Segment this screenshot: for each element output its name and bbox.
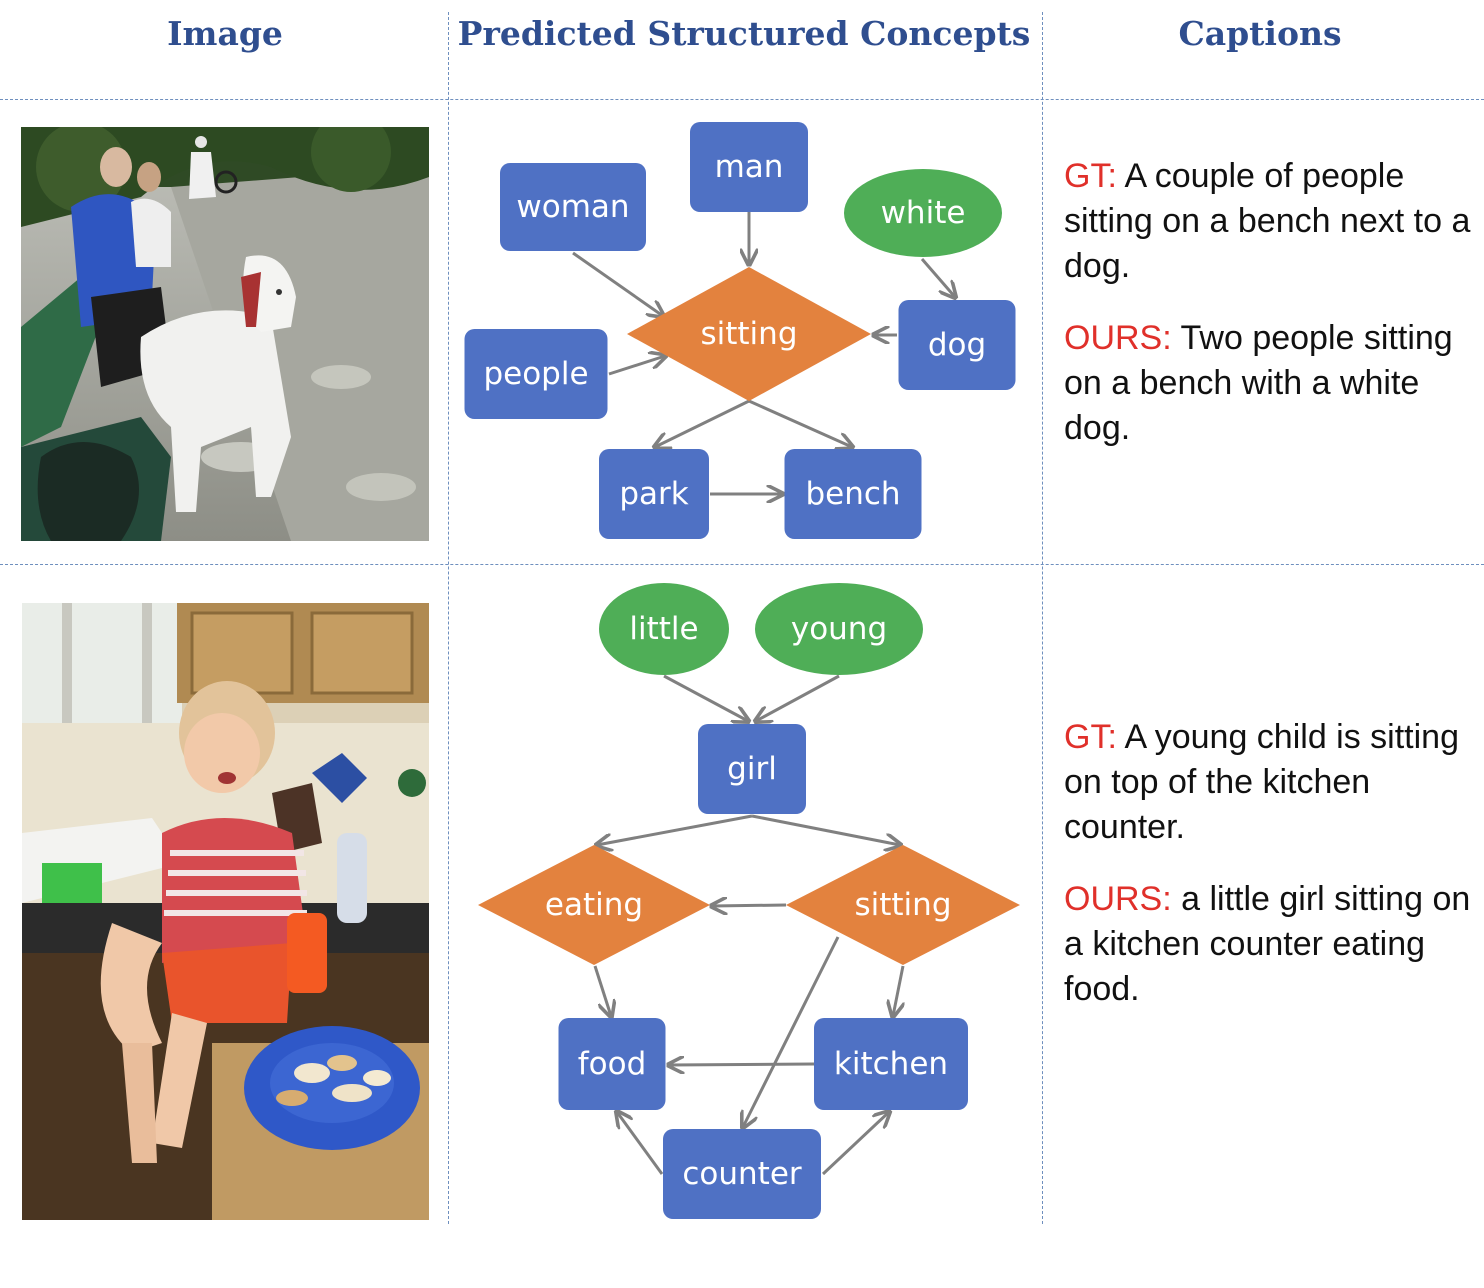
node-woman: woman [500, 163, 646, 251]
object-node-box [814, 1018, 968, 1110]
row-divider-top [0, 99, 1484, 100]
node-label: sitting [854, 887, 951, 923]
edge-eating-to-food [593, 965, 611, 1016]
edge-little-to-girl [663, 674, 748, 721]
node-label: dog [928, 327, 986, 363]
column-divider-2 [1042, 12, 1043, 1224]
attribute-node-ellipse [599, 583, 729, 675]
node-girl: girl [698, 724, 806, 814]
node-label: counter [682, 1156, 802, 1192]
edge-counter-to-kitchen [821, 1112, 889, 1176]
node-man: man [690, 122, 808, 212]
caption-block-1: GT: A couple of people sitting on a benc… [1064, 154, 1474, 478]
node-label: young [791, 611, 887, 647]
node-label: woman [516, 189, 629, 225]
node-people: people [464, 329, 608, 419]
object-node-box [690, 122, 808, 212]
ours-label: OURS: [1064, 319, 1172, 357]
node-park: park [599, 449, 709, 539]
edge-counter-to-food [617, 1112, 664, 1175]
node-counter: counter [663, 1129, 821, 1219]
node-label: food [578, 1046, 647, 1082]
header-captions: Captions [1178, 14, 1342, 53]
photo-park-bench-dog [21, 127, 429, 541]
photo-girl-kitchen [22, 603, 429, 1220]
node-label: sitting [700, 316, 797, 352]
graph-1-edges [572, 212, 955, 494]
girl-icon [100, 681, 307, 1163]
edge-woman-to-sitting1 [572, 251, 663, 316]
graph-2-edges [593, 674, 903, 1176]
object-node-box [898, 300, 1016, 390]
window-icon [22, 603, 182, 743]
gt-label: GT: [1064, 157, 1117, 195]
gt-label: GT: [1064, 718, 1117, 756]
sink-icon [22, 818, 182, 903]
node-label: bench [805, 476, 900, 512]
ours-text: a little girl sitting on a kitchen count… [1064, 880, 1471, 1008]
node-dog: dog [898, 300, 1016, 390]
relation-node-diamond [627, 267, 871, 401]
object-node-box [500, 163, 646, 251]
node-kitchen: kitchen [814, 1018, 968, 1110]
node-label: people [483, 356, 588, 392]
node-label: park [619, 476, 688, 512]
node-young: young [755, 583, 923, 675]
caption-gt-1: GT: A couple of people sitting on a benc… [1064, 154, 1474, 289]
relation-node-diamond [478, 845, 710, 965]
gt-text: A young child is sitting on top of the k… [1064, 718, 1459, 846]
node-little: little [599, 583, 729, 675]
edge-sitting2-to-eating [712, 905, 787, 906]
node-label: girl [727, 751, 777, 787]
row-divider-middle [0, 564, 1484, 565]
object-node-box [558, 1018, 666, 1110]
attribute-node-ellipse [755, 583, 923, 675]
header-image: Image [167, 14, 283, 53]
relation-node-diamond [786, 845, 1020, 965]
edge-people-to-sitting1 [608, 356, 665, 376]
graph-2-nodes: little young girl eating sitting food kitchen c… [478, 583, 1020, 1219]
caption-gt-2: GT: A young child is sitting on top of t… [1064, 715, 1474, 850]
node-label: little [629, 611, 698, 647]
node-label: man [715, 149, 784, 185]
edge-sitting1-to-bench [748, 399, 852, 447]
caption-ours-1: OURS: Two people sitting on a bench with… [1064, 316, 1474, 451]
object-node-box [599, 449, 709, 539]
node-sitting1: sitting [627, 267, 871, 401]
white-dog-icon [140, 255, 296, 512]
node-sitting2: sitting [786, 845, 1020, 965]
edge-sitting2-to-counter [743, 936, 840, 1127]
ours-text: Two people sitting on a bench with a whi… [1064, 319, 1453, 447]
edge-sitting2-to-kitchen [893, 965, 903, 1016]
object-node-box [784, 449, 922, 539]
object-node-box [663, 1129, 821, 1219]
edge-girl-to-eating [597, 814, 753, 845]
node-label: eating [545, 887, 643, 923]
graph-1-nodes: man woman white sitting dog people park bench [464, 122, 1016, 539]
caption-ours-2: OURS: a little girl sitting on a kitchen… [1064, 877, 1474, 1012]
edge-girl-to-sitting2 [751, 814, 900, 845]
node-white: white [844, 169, 1002, 257]
attribute-node-ellipse [844, 169, 1002, 257]
node-label: white [881, 195, 966, 231]
node-eating: eating [478, 845, 710, 965]
object-node-box [698, 724, 806, 814]
caption-block-2: GT: A young child is sitting on top of t… [1064, 715, 1474, 1039]
gt-text: A couple of people sitting on a bench ne… [1064, 157, 1471, 285]
plate-of-food-icon [244, 1026, 420, 1150]
edge-sitting1-to-park [655, 399, 750, 447]
edge-white-to-dog [920, 258, 955, 297]
node-bench: bench [784, 449, 922, 539]
node-label: kitchen [834, 1046, 948, 1082]
node-food: food [558, 1018, 666, 1110]
edge-young-to-girl [756, 674, 840, 721]
edge-kitchen-to-food [669, 1064, 815, 1065]
header-concepts: Predicted Structured Concepts [457, 14, 1031, 53]
object-node-box [464, 329, 608, 419]
column-divider-1 [448, 12, 449, 1224]
ours-label: OURS: [1064, 880, 1172, 918]
